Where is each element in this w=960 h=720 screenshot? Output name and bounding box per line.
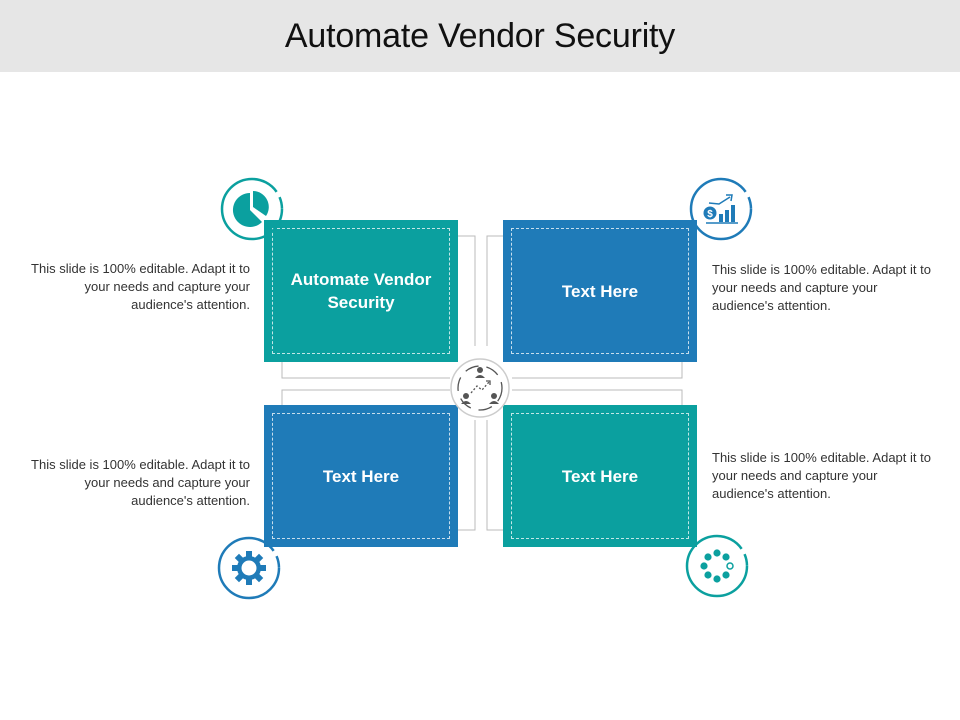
box-inner-border [511, 413, 689, 539]
box-top-left: Automate Vendor Security [264, 220, 458, 362]
box-inner-border [272, 413, 450, 539]
box-bottom-left: Text Here [264, 405, 458, 547]
box-inner-border [272, 228, 450, 354]
box-label: Text Here [561, 281, 639, 301]
gear-icon [217, 536, 281, 600]
svg-text:$: $ [707, 209, 713, 220]
description-bottom-right: This slide is 100% editable. Adapt it to… [712, 450, 931, 501]
description-bottom-left: This slide is 100% editable. Adapt it to… [31, 457, 250, 508]
box-label: Text Here [322, 466, 400, 486]
pie-chart-icon [220, 177, 284, 241]
description-top-right: This slide is 100% editable. Adapt it to… [712, 262, 931, 313]
box-bottom-right: Text Here [503, 405, 697, 547]
dots-circle-icon [685, 534, 749, 598]
dollar-growth-chart-icon: $ [689, 177, 753, 241]
box-inner-border [511, 228, 689, 354]
team-network-icon [450, 358, 510, 418]
title-bar: Automate Vendor Security [0, 0, 960, 72]
box-label: Automate Vendor Security [290, 270, 432, 312]
slide-title: Automate Vendor Security [284, 16, 676, 55]
description-top-left: This slide is 100% editable. Adapt it to… [31, 261, 250, 312]
box-label: Text Here [561, 466, 639, 486]
box-top-right: Text Here [503, 220, 697, 362]
